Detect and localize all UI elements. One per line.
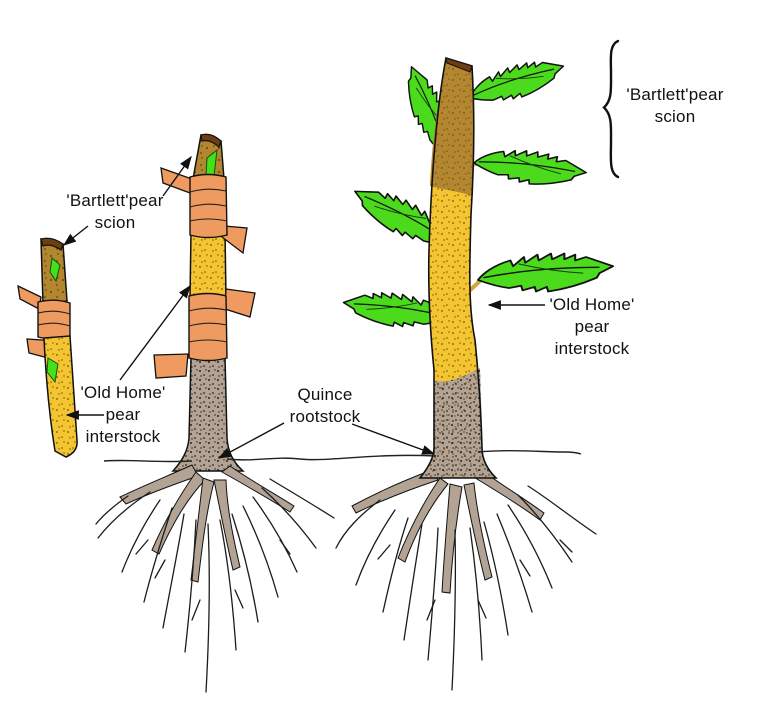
plant2-scion	[192, 133, 225, 180]
plant1-interstock	[43, 335, 78, 458]
plant3-leaf-mid-right	[471, 139, 590, 196]
soil-line	[103, 449, 582, 463]
plant3-cut-top	[445, 57, 473, 73]
plant3-tree	[335, 54, 615, 691]
plant1-cutting	[17, 237, 78, 458]
plant1-bud-2	[46, 357, 59, 384]
plant1-scion	[40, 237, 68, 305]
arrow-bartlett-to-plant1	[62, 225, 89, 246]
plant2-sapling	[95, 133, 335, 693]
arrow-bartlett-to-plant2	[162, 155, 192, 197]
old-home-left-label: 'Old Home' pear interstock	[80, 383, 166, 446]
plant2-roots	[95, 464, 335, 693]
plant3-leaf-top-right	[464, 54, 569, 109]
plant3-roots	[335, 468, 597, 691]
plant2-interstock	[189, 231, 227, 299]
plant3-trunk	[418, 56, 498, 479]
arrow-quince-to-plant3	[351, 423, 436, 455]
plant2-rootstock	[171, 356, 245, 472]
arrow-oldhome-to-plant2	[119, 284, 191, 381]
arrow-quince-to-plant2	[217, 422, 285, 459]
plant3-leaf-lower-right	[476, 252, 615, 293]
leader-arrows	[62, 155, 545, 459]
plant2-cut-top	[200, 133, 222, 149]
plant1-cut-top	[40, 237, 64, 251]
bartlett-scion-right-label: 'Bartlett'pear scion	[626, 85, 724, 126]
plant1-bud	[49, 257, 61, 283]
old-home-right-label: 'Old Home' pear interstock	[549, 295, 635, 358]
bartlett-scion-left-label: 'Bartlett'pear scion	[66, 191, 164, 232]
plant2-graft-tape-upper	[160, 167, 248, 255]
quince-rootstock-label: Quince rootstock	[289, 385, 361, 426]
brace-icon	[602, 39, 620, 179]
plant2-graft-tape-lower	[153, 288, 256, 379]
